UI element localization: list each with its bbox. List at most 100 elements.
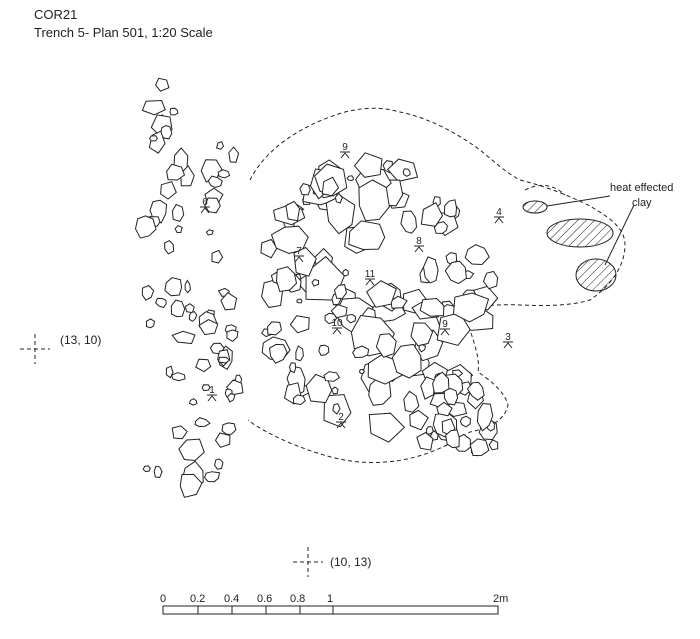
stone (217, 169, 231, 179)
stone (352, 345, 370, 359)
annotation-line-2: clay (632, 197, 652, 209)
stone (188, 397, 198, 406)
stone (419, 297, 445, 317)
hatched-clay-large (546, 218, 614, 248)
stone (179, 473, 203, 498)
annotation-leader-1 (546, 195, 611, 207)
plan-title: Trench 5- Plan 501, 1:20 Scale (34, 25, 213, 40)
context-label-arrow (200, 207, 210, 214)
stone (195, 358, 212, 373)
stone (164, 239, 175, 255)
context-label: 2 (338, 412, 344, 423)
stone (482, 270, 499, 290)
stone (141, 284, 155, 301)
stone (444, 260, 467, 285)
context-label: 9 (442, 319, 448, 330)
stone (346, 175, 354, 182)
stone (420, 202, 444, 227)
stone (205, 229, 214, 236)
stone (288, 362, 297, 374)
stone (422, 256, 439, 284)
scale-tick-1: 1 (327, 593, 333, 605)
stone (155, 297, 167, 309)
context-label-arrow (494, 217, 504, 224)
context-label: 11 (365, 269, 376, 280)
stone (194, 417, 211, 428)
stone (204, 197, 221, 214)
context-label: 10 (331, 318, 343, 329)
stone (171, 425, 188, 440)
stone (418, 344, 427, 353)
stone (443, 199, 458, 218)
stone (353, 152, 383, 178)
stone (445, 429, 460, 449)
stone (488, 439, 499, 451)
stone (476, 402, 494, 432)
hatched-clay-lower (575, 258, 617, 292)
stone (217, 356, 231, 364)
grid-point-label-west: (13, 10) (60, 333, 101, 347)
stone (171, 330, 196, 345)
stone (160, 181, 177, 200)
stone (348, 220, 386, 251)
stone (214, 432, 231, 448)
stone (296, 298, 303, 304)
stone (409, 409, 429, 431)
stone (324, 312, 338, 325)
stone (330, 304, 348, 319)
stone (295, 345, 304, 362)
context-label: 7 (296, 246, 302, 257)
stone (170, 372, 186, 382)
stone (184, 279, 191, 294)
stone (293, 246, 317, 277)
stone (145, 318, 156, 329)
stone (207, 175, 223, 188)
grid-point-south: (10, 13) (293, 547, 371, 577)
stone (466, 381, 485, 401)
stone (459, 415, 471, 428)
stone (149, 135, 158, 142)
context-label-arrow (332, 328, 342, 335)
stone (366, 280, 397, 308)
grid-point-label-south: (10, 13) (330, 555, 371, 569)
stone (174, 224, 183, 234)
stone (184, 303, 195, 314)
stone (432, 371, 450, 394)
stone (346, 313, 357, 324)
stone (400, 210, 418, 234)
hatched-clay-small (522, 200, 548, 214)
stone (331, 386, 339, 395)
context-label: 4 (496, 207, 502, 218)
scale-tick-0-6: 0.6 (257, 593, 272, 605)
stone (403, 390, 420, 413)
context-label: 9 (342, 142, 348, 153)
stone (321, 176, 340, 197)
stone (220, 292, 238, 311)
stone-group (134, 77, 499, 498)
stone (358, 179, 390, 222)
stone (285, 200, 301, 222)
stone (332, 403, 341, 415)
stone (178, 438, 205, 462)
stone (311, 278, 319, 287)
context-label-arrow (207, 395, 217, 402)
stone (390, 295, 408, 309)
stone (452, 292, 490, 323)
grid-point-west: (13, 10) (20, 333, 101, 364)
annotation-leader-2 (604, 204, 635, 266)
stone (164, 277, 183, 297)
stone (166, 163, 186, 181)
stone (169, 107, 179, 116)
stone (299, 183, 311, 196)
stone (358, 368, 366, 374)
scale-bar: 0 0.2 0.4 0.6 0.8 1 2m (160, 593, 508, 615)
stone (334, 192, 343, 204)
stone (226, 393, 236, 403)
stone (228, 146, 240, 163)
stone (469, 438, 490, 457)
stone (436, 401, 453, 417)
stone (402, 168, 411, 177)
context-label: 3 (505, 332, 511, 343)
context-label-arrow (503, 342, 513, 349)
